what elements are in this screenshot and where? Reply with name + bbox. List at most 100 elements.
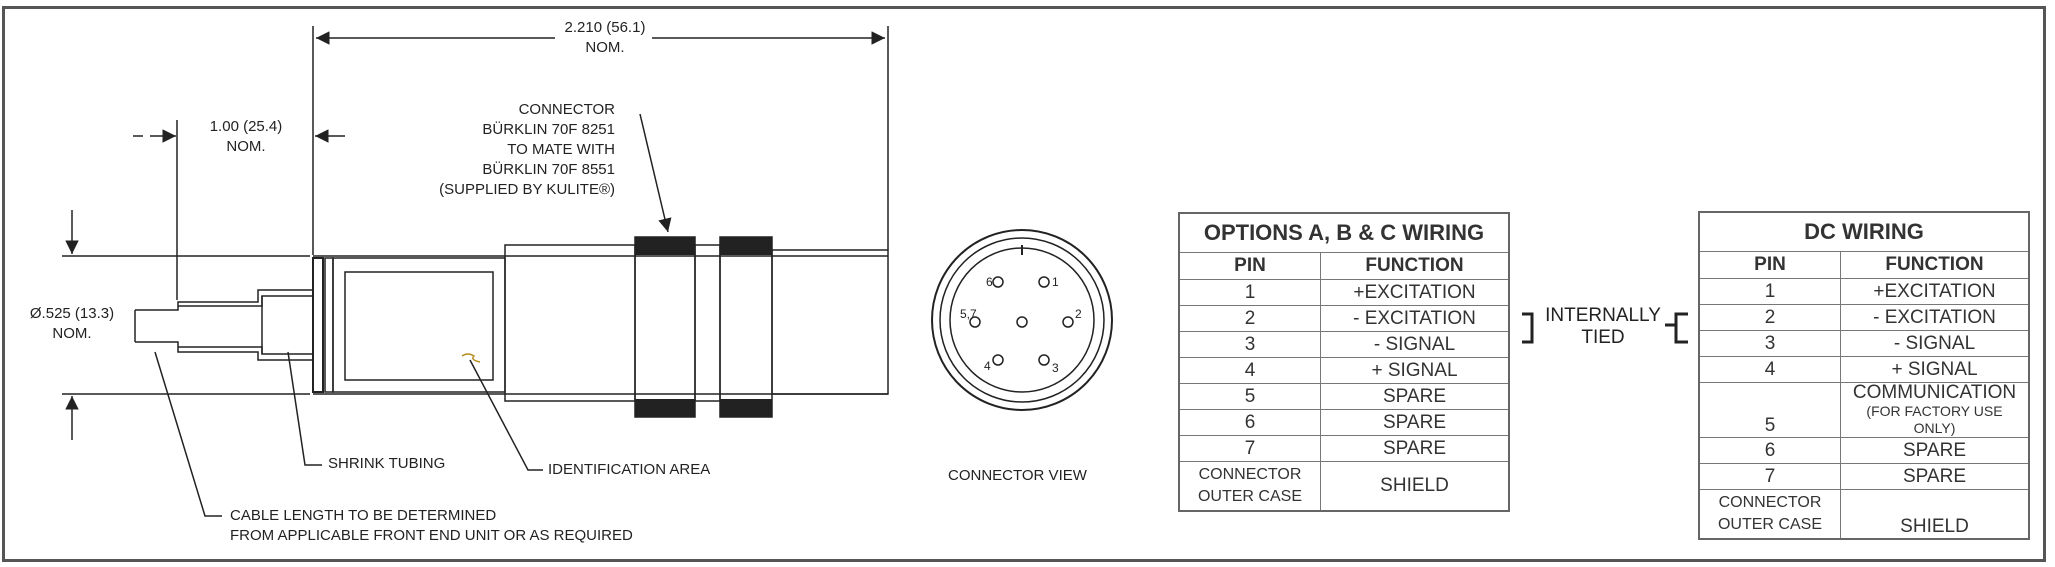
pin-label-1: 1 bbox=[1052, 275, 1059, 289]
pin-label-2: 2 bbox=[1075, 307, 1082, 321]
pin-label-4: 4 bbox=[984, 359, 991, 373]
connector-note-line-2: BÜRKLIN 70F 8251 bbox=[482, 121, 615, 138]
pin-cell: 3 bbox=[1698, 330, 1841, 357]
pin-cell: 1 bbox=[1178, 279, 1321, 306]
cable-note-line-2: FROM APPLICABLE FRONT END UNIT OR AS REQ… bbox=[230, 527, 633, 544]
coupling-knurl-2-bottom bbox=[720, 399, 772, 417]
pin-cell-outer-case: CONNECTOR OUTER CASE bbox=[1698, 489, 1841, 540]
function-cell: +EXCITATION bbox=[1320, 279, 1510, 306]
connector-view-label: CONNECTOR VIEW bbox=[948, 467, 1087, 484]
tied-note-line-2: TIED bbox=[1581, 327, 1625, 348]
dc-wiring-table: DC WIRING PIN FUNCTION 1+EXCITATION 2- E… bbox=[1698, 211, 2030, 540]
overall-dimension-label: 2.210 (56.1) NOM. bbox=[555, 18, 655, 58]
stub-dimension-label: 1.00 (25.4) NOM. bbox=[196, 117, 296, 157]
function-cell: SPARE bbox=[1320, 435, 1510, 462]
column-header-function: FUNCTION bbox=[1840, 251, 2030, 279]
function-cell: - EXCITATION bbox=[1840, 304, 2030, 331]
pin-5-7 bbox=[969, 316, 981, 328]
communication-sub-label: (FOR FACTORY USE ONLY) bbox=[1866, 403, 2003, 436]
coupling-ring-1 bbox=[634, 236, 696, 418]
pin-cell: 2 bbox=[1178, 305, 1321, 332]
table-row: 4+ SIGNAL bbox=[1178, 357, 1510, 384]
identification-area-box bbox=[344, 271, 494, 381]
cable-note-line-1: CABLE LENGTH TO BE DETERMINED bbox=[230, 507, 497, 524]
pin-cell-outer-case: CONNECTOR OUTER CASE bbox=[1178, 461, 1321, 512]
table-row: 2- EXCITATION bbox=[1698, 304, 2030, 331]
pin-cell: 5 bbox=[1698, 382, 1841, 438]
pin-4 bbox=[992, 354, 1004, 366]
column-header-pin: PIN bbox=[1698, 251, 1841, 279]
function-cell: + SIGNAL bbox=[1320, 357, 1510, 384]
communication-label: COMMUNICATION bbox=[1852, 382, 2017, 403]
pin-cell: 7 bbox=[1178, 435, 1321, 462]
pin-label-3: 3 bbox=[1052, 361, 1059, 375]
pin-cell: 5 bbox=[1178, 383, 1321, 410]
shrink-tubing-label: SHRINK TUBING bbox=[328, 455, 446, 472]
shrink-tube-ring bbox=[312, 257, 324, 393]
table-row: 4+ SIGNAL bbox=[1698, 356, 2030, 383]
pin-label-6: 6 bbox=[986, 275, 993, 289]
table-row: 1+EXCITATION bbox=[1698, 278, 2030, 305]
coupling-gap bbox=[694, 244, 721, 402]
coupling-knurl-1-top bbox=[635, 237, 695, 255]
connector-note-line-1: CONNECTOR bbox=[518, 101, 615, 118]
table-title: OPTIONS A, B & C WIRING bbox=[1178, 212, 1510, 253]
connector-view-outer bbox=[931, 229, 1113, 411]
table-title: DC WIRING bbox=[1698, 211, 2030, 252]
function-cell: SPARE bbox=[1840, 437, 2030, 464]
connector-mid-body bbox=[504, 244, 636, 402]
tied-note-line-1: INTERNALLY bbox=[1545, 305, 1661, 326]
table-row: 5 COMMUNICATION (FOR FACTORY USE ONLY) bbox=[1698, 382, 2030, 438]
table-row: 2- EXCITATION bbox=[1178, 305, 1510, 332]
table-row: CONNECTOR OUTER CASE SHIELD bbox=[1698, 489, 2030, 540]
coupling-knurl-1-bottom bbox=[635, 399, 695, 417]
pin-cell: 6 bbox=[1698, 437, 1841, 464]
leader-identification bbox=[469, 359, 543, 471]
pin-cell: 1 bbox=[1698, 278, 1841, 305]
connector-rear-body bbox=[332, 257, 506, 393]
connector-front-body bbox=[771, 249, 889, 395]
diameter-dimension-label: Ø.525 (13.3) NOM. bbox=[18, 304, 126, 344]
overall-dimension-nom: NOM. bbox=[585, 39, 625, 56]
pin-1 bbox=[1038, 276, 1050, 288]
pin-cell: 2 bbox=[1698, 304, 1841, 331]
function-cell-communication: COMMUNICATION (FOR FACTORY USE ONLY) bbox=[1840, 382, 2030, 438]
cable-inner-bottom bbox=[178, 346, 313, 355]
leader-cable-length bbox=[154, 351, 222, 517]
function-cell: - SIGNAL bbox=[1840, 330, 2030, 357]
column-header-pin: PIN bbox=[1178, 252, 1321, 280]
stub-dimension-value: 1.00 (25.4) bbox=[209, 118, 283, 135]
table-row: 3- SIGNAL bbox=[1698, 330, 2030, 357]
pin-cell: 3 bbox=[1178, 331, 1321, 358]
pin-cell: 6 bbox=[1178, 409, 1321, 436]
pin-2 bbox=[1062, 316, 1074, 328]
function-cell: - EXCITATION bbox=[1320, 305, 1510, 332]
cable-inner-top bbox=[178, 295, 313, 307]
identification-area-label: IDENTIFICATION AREA bbox=[548, 461, 711, 478]
cable-length-note: CABLE LENGTH TO BE DETERMINED FROM APPLI… bbox=[230, 506, 633, 546]
pin-cell: 4 bbox=[1698, 356, 1841, 383]
coupling-ring-2 bbox=[719, 236, 773, 418]
diameter-dimension-value: Ø.525 (13.3) bbox=[29, 305, 115, 322]
function-cell: - SIGNAL bbox=[1320, 331, 1510, 358]
leader-shrink-tubing bbox=[287, 351, 322, 466]
table-row: CONNECTOR OUTER CASE SHIELD bbox=[1178, 461, 1510, 512]
table-row: 3- SIGNAL bbox=[1178, 331, 1510, 358]
cable-bottom-outline bbox=[135, 341, 313, 361]
function-cell-shield: SHIELD bbox=[1320, 461, 1510, 512]
pin-cell: 7 bbox=[1698, 463, 1841, 490]
pin-6 bbox=[992, 276, 1004, 288]
function-cell: SPARE bbox=[1840, 463, 2030, 490]
function-cell: SPARE bbox=[1320, 409, 1510, 436]
internally-tied-note: INTERNALLY TIED bbox=[1538, 305, 1668, 349]
function-cell: + SIGNAL bbox=[1840, 356, 2030, 383]
shrink-tube-ring-2 bbox=[324, 257, 334, 393]
pin-label-5-7: 5,7 bbox=[960, 307, 977, 321]
column-header-function: FUNCTION bbox=[1320, 252, 1510, 280]
table-row: 1+EXCITATION bbox=[1178, 279, 1510, 306]
function-cell: +EXCITATION bbox=[1840, 278, 2030, 305]
connector-note-line-4: BÜRKLIN 70F 8551 bbox=[482, 161, 615, 178]
